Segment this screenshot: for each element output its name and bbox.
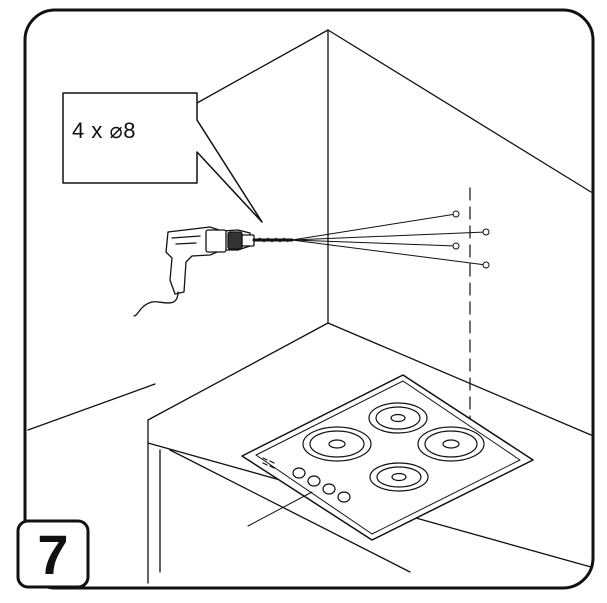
wall-corner (27, 29, 592, 431)
frame-border (23, 8, 595, 590)
hotplate (417, 426, 485, 462)
hole-quantity-label: 4 x ⌀8 (72, 118, 136, 143)
hotplate (368, 402, 428, 434)
control-knobs (262, 457, 351, 503)
step-number: 7 (37, 522, 69, 586)
electric-hob (241, 374, 534, 541)
hotplate (369, 462, 429, 492)
step-number-box (16, 519, 90, 589)
drill-hole-marks (291, 210, 490, 269)
hotplate (302, 426, 372, 462)
callout-box (62, 92, 263, 223)
drill-icon (133, 226, 294, 317)
